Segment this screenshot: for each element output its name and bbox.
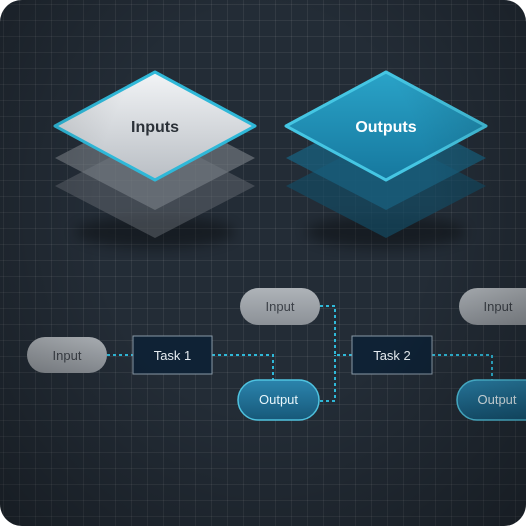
input-pill-b xyxy=(240,288,320,325)
connector-task1-output-a xyxy=(212,354,274,380)
task1-box xyxy=(132,335,213,375)
inputs-stack-label: Inputs xyxy=(131,119,179,136)
task1-label: Task 1 xyxy=(154,348,192,363)
task1-node[interactable]: Task 1 xyxy=(132,335,213,375)
input-pill-c xyxy=(459,288,526,325)
input-node-b[interactable]: Input xyxy=(240,288,320,325)
connector-task2-output-c xyxy=(432,354,493,380)
inputs-stack: Inputs xyxy=(53,70,257,248)
connectors xyxy=(107,305,493,402)
outputs-layer-top[interactable] xyxy=(284,70,488,182)
output-node-a[interactable]: Output xyxy=(237,379,320,421)
outputs-stack: Outputs xyxy=(284,70,488,248)
input-pill-a xyxy=(27,337,107,373)
output-label-a: Output xyxy=(259,392,298,407)
inputs-layer-top[interactable] xyxy=(53,70,257,182)
task2-node[interactable]: Task 2 xyxy=(351,335,433,375)
connector-output-a-task2 xyxy=(320,355,336,402)
input-label-a: Input xyxy=(53,348,82,363)
input-label-b: Input xyxy=(266,299,295,314)
task2-label: Task 2 xyxy=(373,348,411,363)
outputs-stack-label: Outputs xyxy=(355,119,416,136)
input-node-a[interactable]: Input xyxy=(27,337,107,373)
task2-box xyxy=(351,335,433,375)
input-node-c[interactable]: Input xyxy=(459,288,526,325)
connector-input-b-task2 xyxy=(320,305,352,356)
output-label-c: Output xyxy=(477,392,516,407)
output-node-c[interactable]: Output xyxy=(456,379,526,421)
output-pill-c xyxy=(456,379,526,421)
input-label-c: Input xyxy=(484,299,513,314)
output-pill-a xyxy=(237,379,320,421)
